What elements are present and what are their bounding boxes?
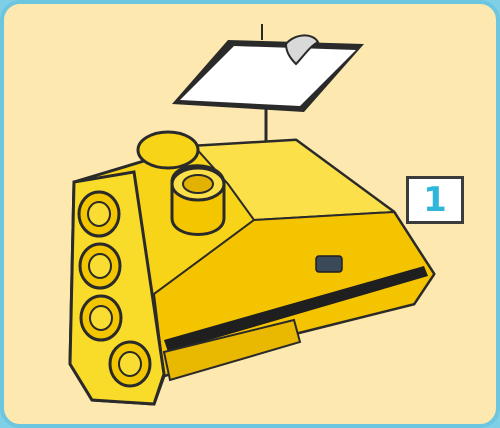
step-number-badge: 1 (406, 176, 464, 224)
lego-technic-panel-icon (70, 132, 434, 404)
step-number: 1 (423, 183, 447, 217)
